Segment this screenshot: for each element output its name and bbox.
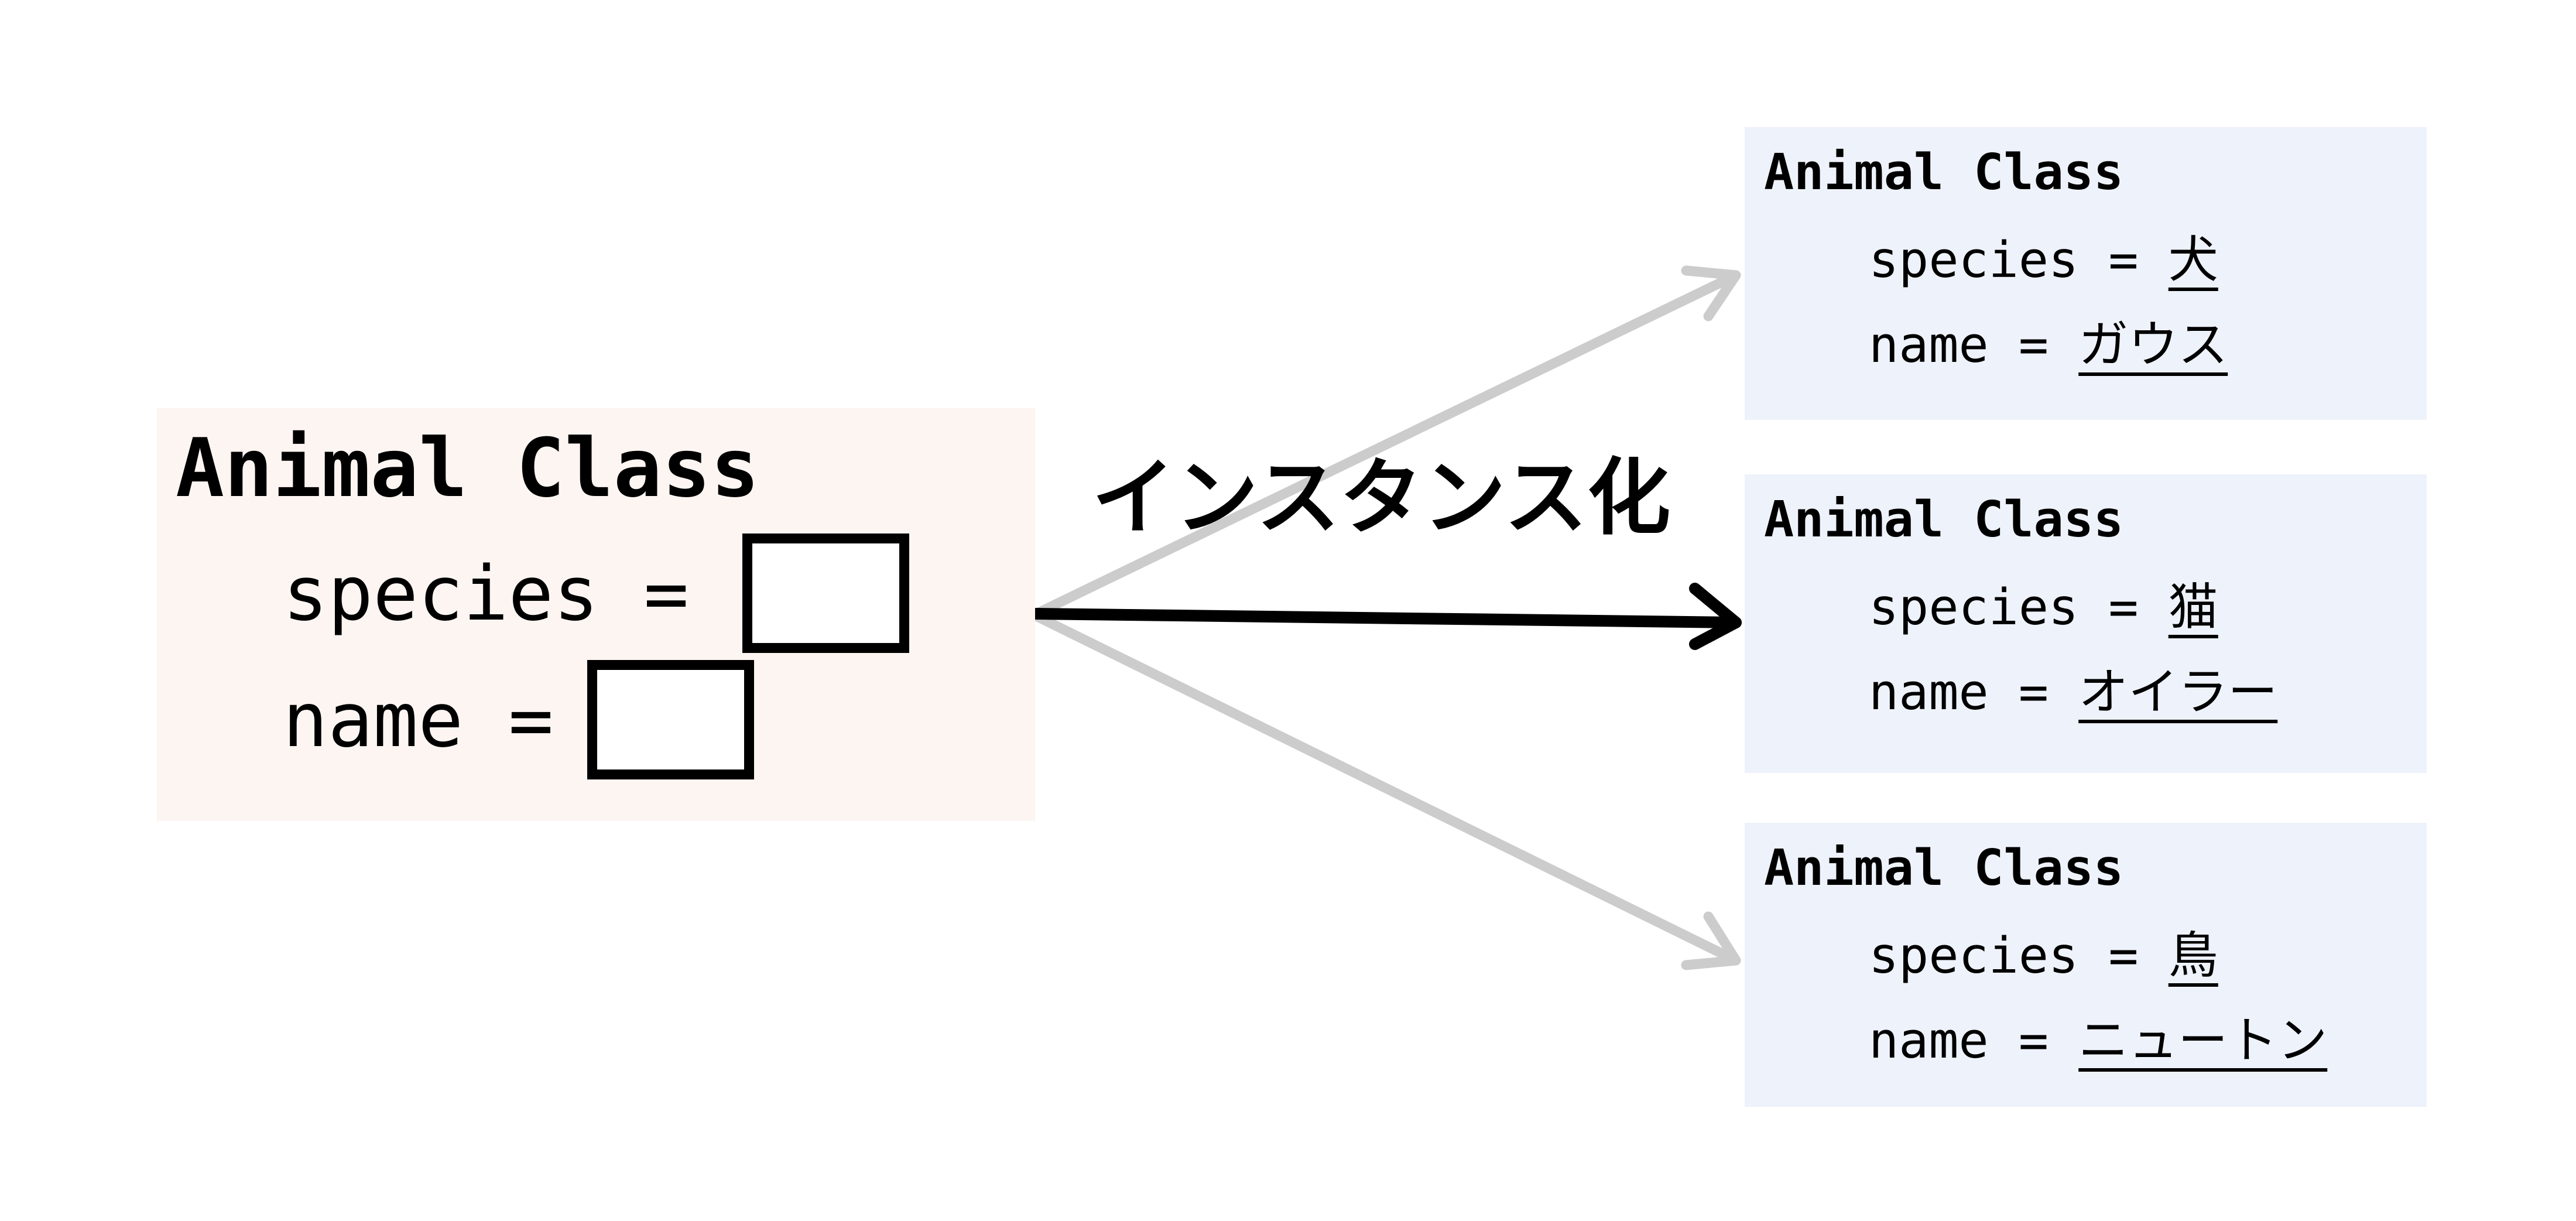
species-label: species =: [1869, 579, 2169, 637]
instance-title: Animal Class: [1764, 491, 2124, 549]
instance-box-cat: Animal Class species = 猫 name = オイラー: [1745, 474, 2427, 773]
instance-title: Animal Class: [1764, 143, 2124, 201]
instance-name-row: name = ガウス: [1869, 320, 2228, 370]
species-empty-slot: [742, 533, 909, 653]
name-label: name =: [1869, 1012, 2079, 1070]
instance-title: Animal Class: [1764, 839, 2124, 897]
template-class-title: Animal Class: [176, 421, 759, 515]
instance-species-row: species = 犬: [1869, 235, 2218, 285]
name-empty-slot: [587, 660, 754, 779]
name-label: name =: [1869, 663, 2079, 721]
name-value: オイラー: [2078, 663, 2278, 721]
name-value: ニュートン: [2078, 1012, 2328, 1070]
instance-species-row: species = 鳥: [1869, 931, 2218, 981]
species-label: species =: [1869, 927, 2169, 985]
instance-box-bird: Animal Class species = 鳥 name = ニュートン: [1745, 823, 2427, 1107]
species-label: species =: [1869, 231, 2169, 289]
arrow-to-instance-dog: [1031, 270, 1741, 619]
instance-name-row: name = オイラー: [1869, 668, 2277, 717]
name-value: ガウス: [2078, 316, 2228, 374]
species-value: 犬: [2168, 231, 2218, 289]
species-value: 猫: [2168, 579, 2218, 637]
template-class-box: Animal Class species = name =: [157, 408, 1035, 821]
template-species-label: species =: [283, 550, 689, 638]
arrow-to-instance-cat: [1030, 608, 1742, 628]
arrow-to-instance-bird: [1031, 611, 1741, 966]
instance-box-dog: Animal Class species = 犬 name = ガウス: [1745, 127, 2427, 420]
arrowhead-bird: [1681, 911, 1741, 970]
instance-name-row: name = ニュートン: [1869, 1016, 2327, 1066]
name-label: name =: [1869, 316, 2079, 374]
instantiation-label: インスタンス化: [1092, 450, 1671, 546]
arrowhead-cat: [1689, 583, 1742, 650]
species-value: 鳥: [2168, 927, 2218, 985]
template-name-label: name =: [283, 677, 554, 764]
instance-species-row: species = 猫: [1869, 583, 2218, 632]
arrowhead-dog: [1681, 265, 1741, 322]
